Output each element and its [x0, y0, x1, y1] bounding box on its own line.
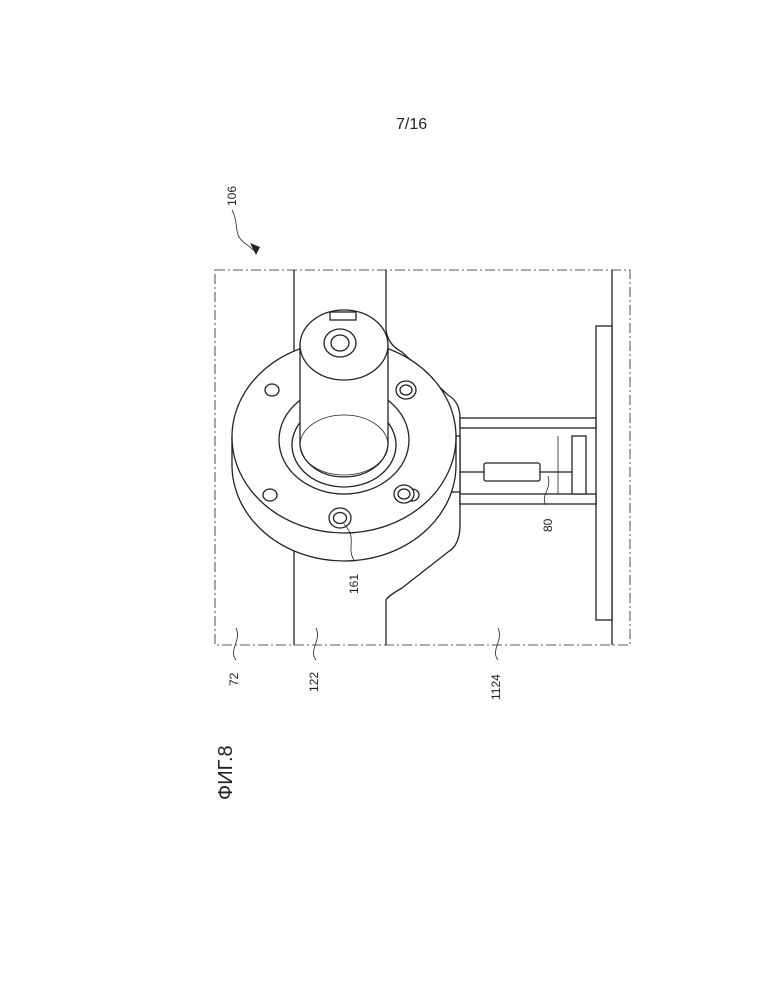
- label-1124: 1124: [489, 674, 503, 700]
- leader-106-arrow: [250, 243, 260, 255]
- link-sleeve: [484, 463, 540, 481]
- flange-hole-2: [263, 489, 277, 501]
- shaft-hole-inner: [331, 335, 349, 351]
- label-122: 122: [307, 672, 321, 692]
- link-arm-top: [460, 418, 596, 428]
- flange-hole-1: [265, 384, 279, 396]
- leader-122: [313, 628, 317, 660]
- label-72: 72: [227, 672, 241, 686]
- link-arm-bottom: [460, 494, 596, 504]
- link-post: [572, 436, 586, 494]
- label-161: 161: [347, 574, 361, 594]
- shaft-key-slot: [330, 312, 356, 320]
- label-80: 80: [541, 518, 555, 532]
- leader-1124: [495, 628, 499, 660]
- screw-1: [396, 381, 416, 399]
- screw-3: [329, 508, 351, 528]
- leader-72: [233, 628, 237, 660]
- label-106: 106: [225, 186, 239, 206]
- mounting-plate: [596, 326, 612, 620]
- screw-2: [394, 485, 414, 503]
- figure-label: ФИГ.8: [215, 745, 237, 800]
